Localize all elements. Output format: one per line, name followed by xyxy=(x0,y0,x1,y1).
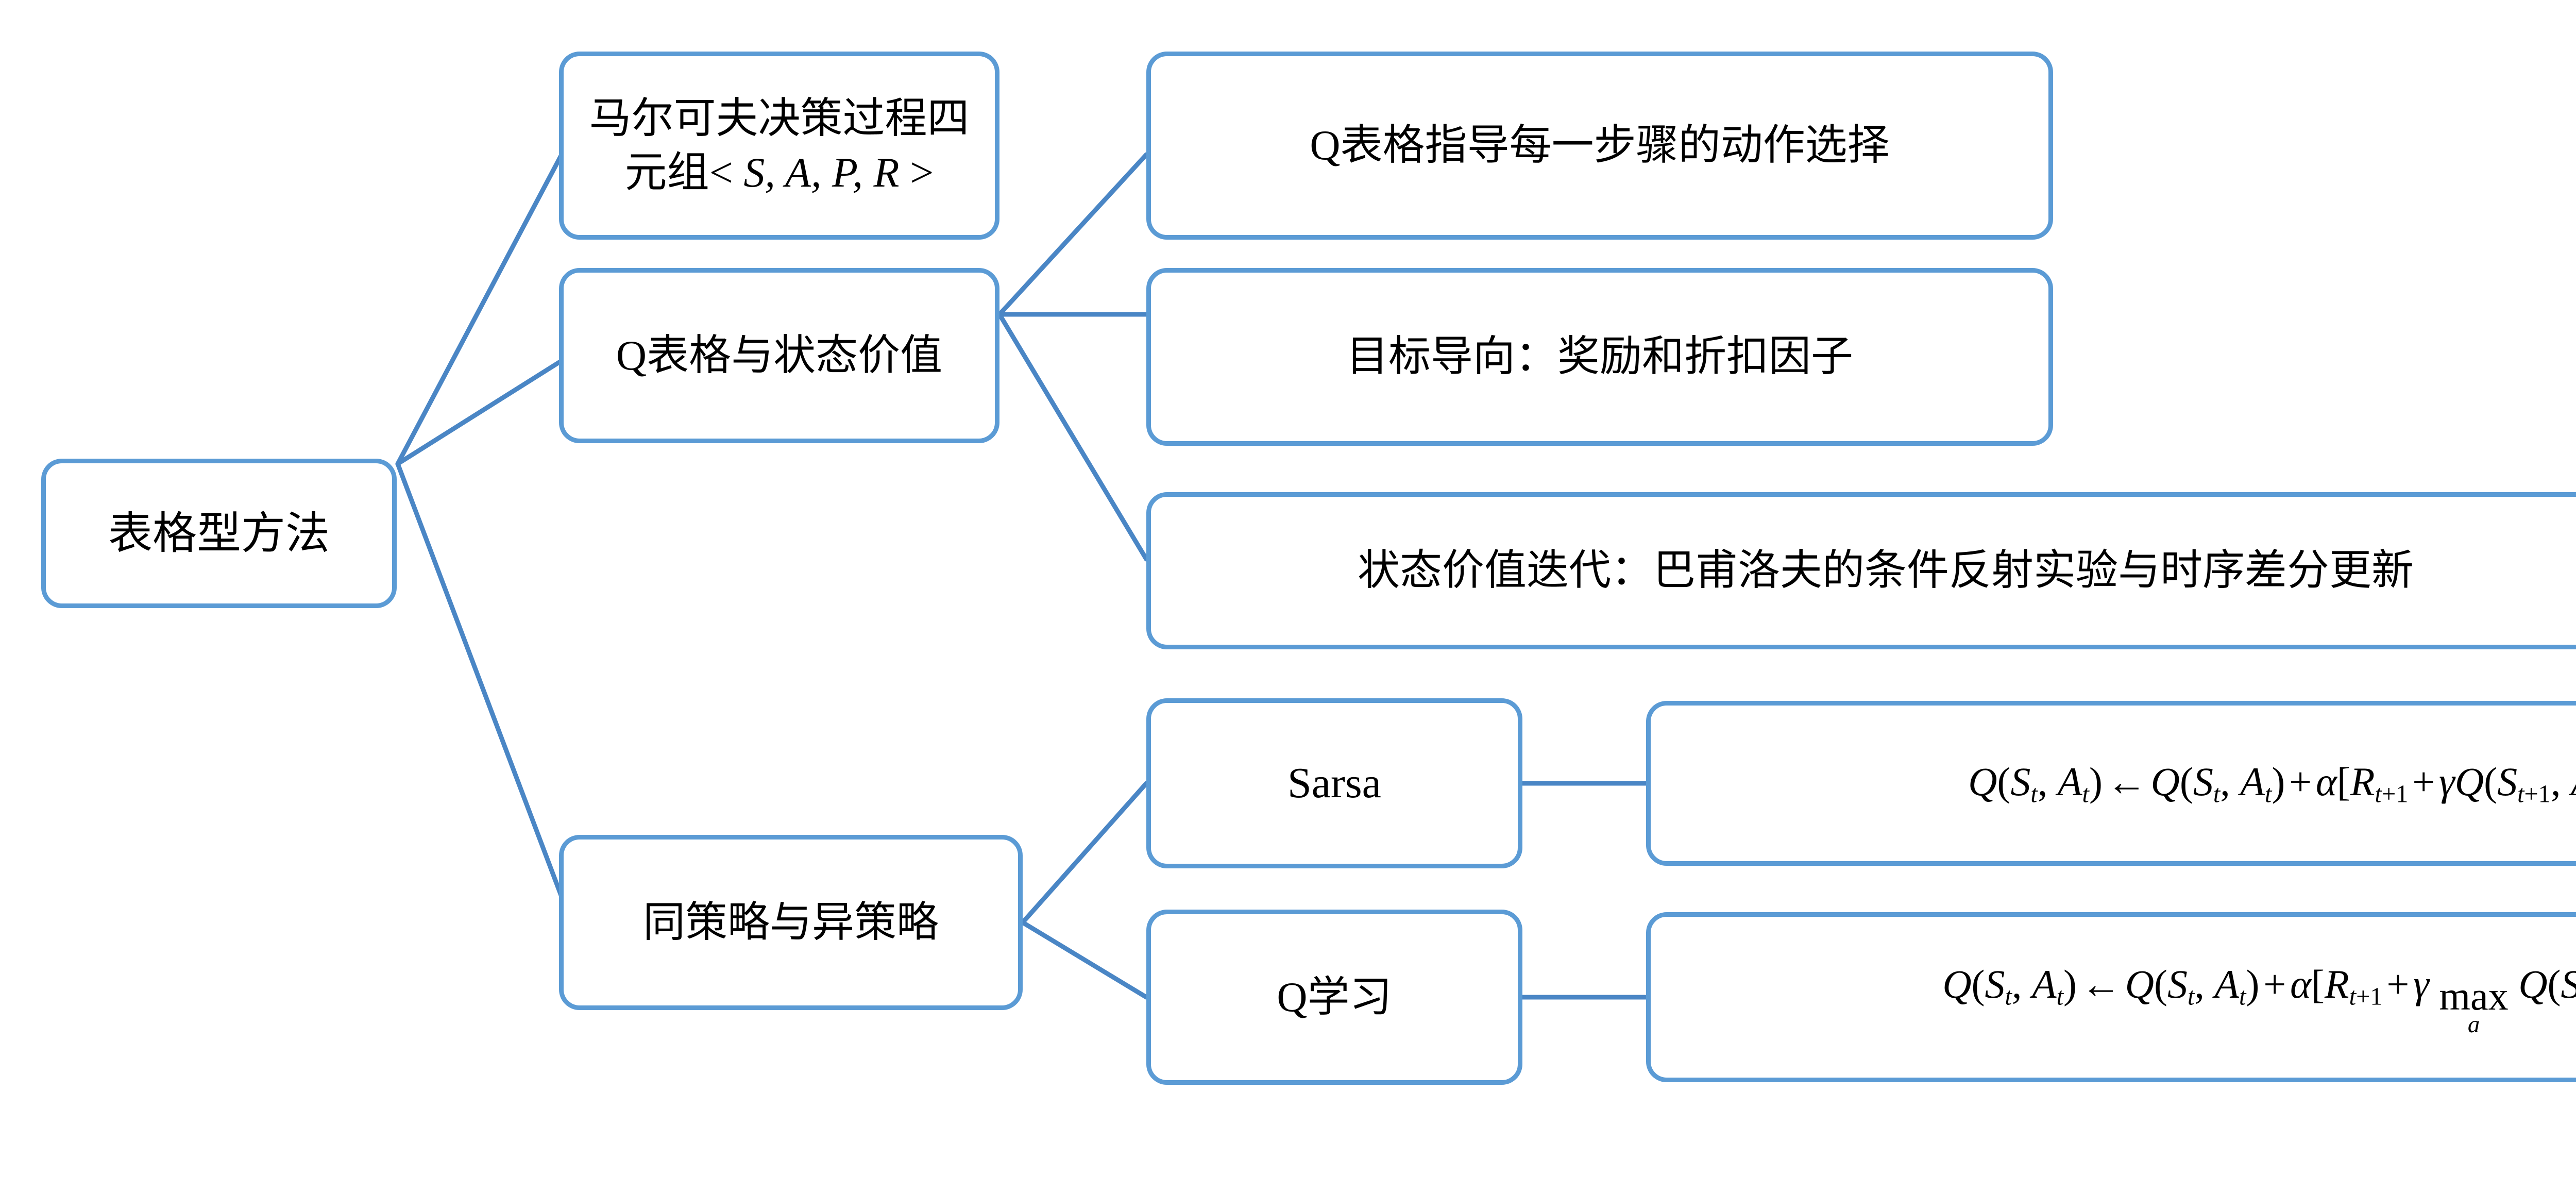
mdp-label-line1: 马尔可夫决策过程四 xyxy=(589,94,970,142)
branch-node-q-table-state-value-label: Q表格与状态价值 xyxy=(616,331,943,379)
connector-root-to-onoff xyxy=(395,461,564,899)
mdp-tuple-symbols: S, A, P, R xyxy=(743,148,900,196)
mdp-tuple-prefix: 元组< xyxy=(624,148,744,196)
formula-node-sarsa[interactable]: Q(St, At)←Q(St, At)+α[Rt+1+γQ(St+1, At+1… xyxy=(1646,701,2576,866)
mdp-label-line2: 元组< S, A, P, R > xyxy=(589,146,969,200)
leaf-node-q-guides-action-label: Q表格指导每一步骤的动作选择 xyxy=(1310,122,1890,169)
mdp-tuple-suffix: > xyxy=(899,148,934,196)
leaf-node-goal-oriented[interactable]: 目标导向：奖励和折扣因子 xyxy=(1146,268,2053,446)
leaf-node-q-guides-action[interactable]: Q表格指导每一步骤的动作选择 xyxy=(1146,52,2053,240)
connector-qtable-to-guides xyxy=(997,152,1149,317)
connector-onoff-to-qlearning xyxy=(1020,920,1149,1000)
leaf-node-q-learning-label: Q学习 xyxy=(1277,973,1392,1020)
branch-node-mdp[interactable]: 马尔可夫决策过程四 元组< S, A, P, R > xyxy=(559,52,999,240)
leaf-node-q-learning[interactable]: Q学习 xyxy=(1146,910,1522,1085)
root-node-tabular-methods[interactable]: 表格型方法 xyxy=(41,459,397,608)
root-node-label: 表格型方法 xyxy=(108,508,330,558)
connector-onoff-to-sarsa xyxy=(1020,781,1149,925)
leaf-node-sarsa[interactable]: Sarsa xyxy=(1146,698,1522,868)
leaf-node-state-value-iteration[interactable]: 状态价值迭代：巴甫洛夫的条件反射实验与时序差分更新 xyxy=(1146,492,2576,649)
branch-node-on-off-policy-label: 同策略与异策略 xyxy=(642,898,939,946)
leaf-node-state-value-iteration-label: 状态价值迭代：巴甫洛夫的条件反射实验与时序差分更新 xyxy=(1357,547,2414,594)
branch-node-q-table-state-value[interactable]: Q表格与状态价值 xyxy=(559,268,999,443)
connector-root-to-qtable xyxy=(395,358,564,466)
connector-root-to-mdp xyxy=(395,152,564,466)
branch-node-on-off-policy[interactable]: 同策略与异策略 xyxy=(559,835,1023,1010)
connector-qtable-to-iteration xyxy=(997,312,1149,562)
leaf-node-goal-oriented-label: 目标导向：奖励和折扣因子 xyxy=(1346,333,1853,380)
leaf-node-sarsa-label: Sarsa xyxy=(1287,759,1381,808)
branch-node-mdp-label: 马尔可夫决策过程四 元组< S, A, P, R > xyxy=(589,92,969,200)
formula-sarsa-expression: Q(St, At)←Q(St, At)+α[Rt+1+γQ(St+1, At+1… xyxy=(1968,759,2576,808)
